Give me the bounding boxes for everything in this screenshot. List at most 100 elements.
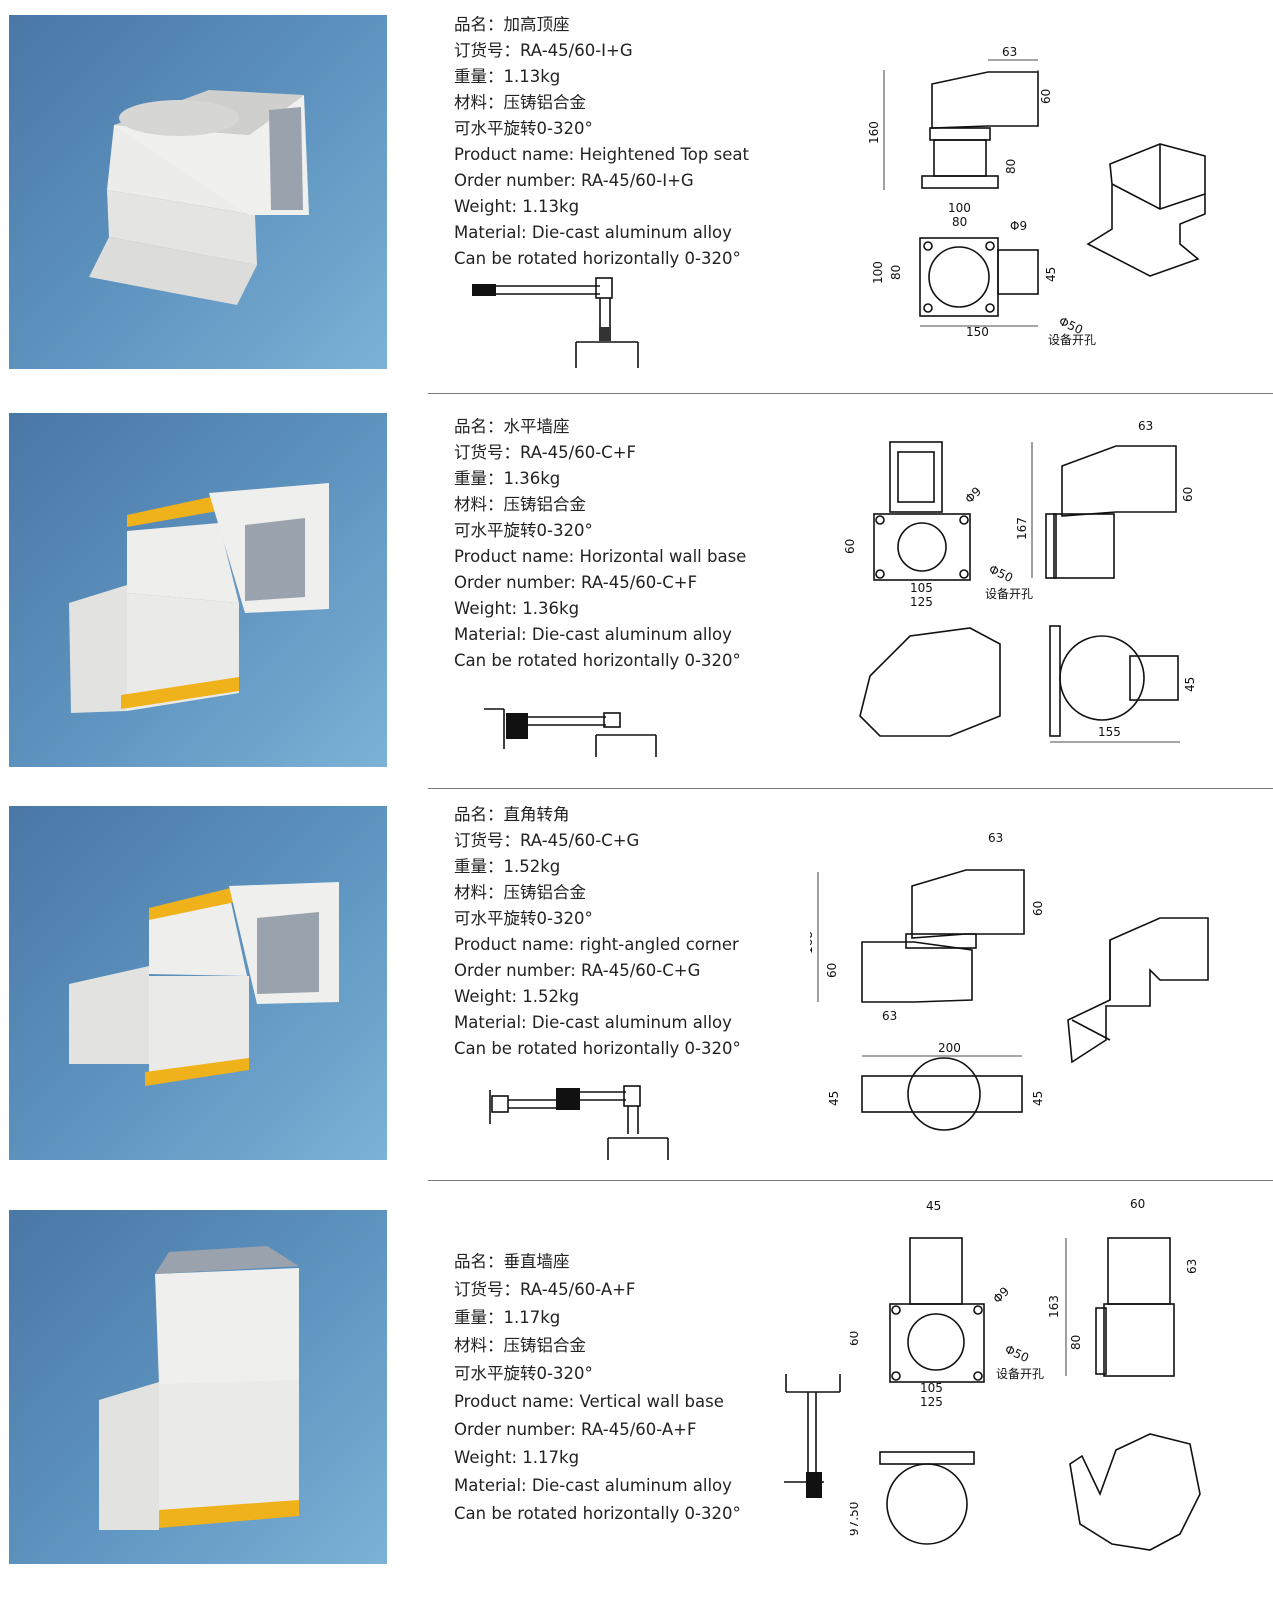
order-number-en: Order number: RA-45/60-A+F [454,1420,697,1439]
rotation-en: Can be rotated horizontally 0-320° [454,249,741,268]
dim-label: 105 [920,1381,943,1395]
dim-label: 60 [825,963,839,978]
section-divider [428,788,1273,789]
dim-label: 60 [850,1331,861,1346]
order-number-cn: 订货号：RA-45/60-A+F [454,1280,636,1299]
dimension-drawing-1: 63 60 160 80 100 80 Φ9 100 80 45 150 Φ50 [860,44,1240,354]
weight-en: Weight: 1.36kg [454,599,580,618]
section-divider [428,1180,1273,1181]
rotation-cn: 可水平旋转0-320° [454,1364,593,1383]
order-number-en: Order number: RA-45/60-I+G [454,171,694,190]
product-name-en: Product name: right-angled corner [454,935,739,954]
dim-label: 80 [952,215,967,229]
weight-cn: 重量：1.52kg [454,857,561,876]
product-name-en: Product name: Vertical wall base [454,1392,724,1411]
dim-label: 60 [843,539,857,554]
dimension-drawing-3: 63 60 168 60 63 200 45 45 [810,830,1230,1150]
mounting-diagram-4 [780,1372,850,1512]
dim-label: 100 [871,261,885,284]
dim-label: 63 [1138,419,1153,433]
dim-label: Φ9 [1010,219,1027,233]
dim-label: 80 [840,539,841,554]
order-number-cn: 订货号：RA-45/60-C+F [454,443,637,462]
dim-label: 150 [966,325,989,339]
material-cn: 材料：压铸铝合金 [454,495,586,514]
dim-label: 60 [1130,1197,1145,1211]
mounting-diagram-2 [480,701,670,761]
dim-label: 168 [810,931,815,954]
dim-label: 63 [1185,1259,1199,1274]
dim-label: 100 [948,201,971,215]
dim-label: 105 [910,581,933,595]
dim-label: 60 [1031,901,1045,916]
order-number-cn: 订货号：RA-45/60-I+G [454,41,633,60]
product-section-2: 品名：水平墙座 订货号：RA-45/60-C+F 重量：1.36kg 材料：压铸… [0,396,1273,796]
section-divider [428,393,1273,394]
product-name-en: Product name: Heightened Top seat [454,145,749,164]
order-number-en: Order number: RA-45/60-C+G [454,961,701,980]
material-en: Material: Die-cast aluminum alloy [454,625,732,644]
dim-label: Φ9 [990,1284,1012,1306]
weight-cn: 重量：1.13kg [454,67,561,86]
dim-label: 167 [1015,517,1029,540]
dimension-drawing-4: 45 Φ9 60 Φ50 设备开孔 105 125 60 63 163 80 9… [850,1194,1250,1594]
dim-label: 163 [1047,1295,1061,1318]
material-en: Material: Die-cast aluminum alloy [454,223,732,242]
material-cn: 材料：压铸铝合金 [454,93,586,112]
dim-label: 155 [1098,725,1121,739]
rotation-en: Can be rotated horizontally 0-320° [454,1504,741,1523]
material-cn: 材料：压铸铝合金 [454,1336,586,1355]
dim-label: 设备开孔 [996,1367,1044,1381]
weight-cn: 重量：1.17kg [454,1308,561,1327]
dim-label: 97.50 [850,1502,861,1536]
spec-list-2: 品名：水平墙座 订货号：RA-45/60-C+F 重量：1.36kg 材料：压铸… [454,414,746,674]
weight-en: Weight: 1.17kg [454,1448,580,1467]
rotation-cn: 可水平旋转0-320° [454,119,593,138]
dimension-drawing-2: Φ9 80 60 Φ50 105 125 设备开孔 63 60 167 45 1… [840,416,1240,756]
dim-label: 60 [1039,89,1053,104]
dim-label: 45 [926,1199,941,1213]
product-photo-right-angled-corner [9,806,387,1160]
mounting-diagram-3 [476,1082,686,1162]
order-number-cn: 订货号：RA-45/60-C+G [454,831,640,850]
dim-label: 45 [1183,677,1197,692]
product-photo-horizontal-wall-base [9,413,387,767]
dim-label: Φ9 [962,484,984,506]
product-name-cn: 品名：直角转角 [454,805,570,824]
dim-label: Φ50 [1003,1342,1031,1365]
material-en: Material: Die-cast aluminum alloy [454,1013,732,1032]
product-section-3: 品名：直角转角 订货号：RA-45/60-C+G 重量：1.52kg 材料：压铸… [0,790,1273,1190]
dim-label: 45 [827,1091,841,1106]
weight-cn: 重量：1.36kg [454,469,561,488]
product-photo-heightened-top-seat [9,15,387,369]
material-en: Material: Die-cast aluminum alloy [454,1476,732,1495]
product-section-4: 品名：垂直墙座 订货号：RA-45/60-A+F 重量：1.17kg 材料：压铸… [0,1192,1273,1600]
dim-label: 63 [882,1009,897,1023]
product-section-1: 品名：加高顶座 订货号：RA-45/60-I+G 重量：1.13kg 材料：压铸… [0,0,1273,395]
dim-label: 60 [1181,487,1195,502]
dim-label: 45 [1031,1091,1045,1106]
rotation-cn: 可水平旋转0-320° [454,909,593,928]
rotation-cn: 可水平旋转0-320° [454,521,593,540]
dim-label: 125 [910,595,933,609]
dim-label: 设备开孔 [985,587,1033,601]
product-name-en: Product name: Horizontal wall base [454,547,747,566]
dim-label: 80 [1004,159,1018,174]
dim-label: 45 [1044,267,1058,282]
dim-label: 63 [988,831,1003,845]
weight-en: Weight: 1.52kg [454,987,580,1006]
material-cn: 材料：压铸铝合金 [454,883,586,902]
dim-label: 80 [1069,1335,1083,1350]
dim-label: Φ50 [987,562,1015,585]
rotation-en: Can be rotated horizontally 0-320° [454,1039,741,1058]
rotation-en: Can be rotated horizontally 0-320° [454,651,741,670]
dim-label: 125 [920,1395,943,1409]
dim-label: 200 [938,1041,961,1055]
spec-list-4: 品名：垂直墙座 订货号：RA-45/60-A+F 重量：1.17kg 材料：压铸… [454,1248,741,1528]
dim-label: 设备开孔 [1048,333,1096,347]
product-name-cn: 品名：水平墙座 [454,417,570,436]
dim-label: 160 [867,121,881,144]
mounting-diagram-1 [470,272,660,372]
dim-label: 80 [889,265,903,280]
product-photo-vertical-wall-base [9,1210,387,1564]
